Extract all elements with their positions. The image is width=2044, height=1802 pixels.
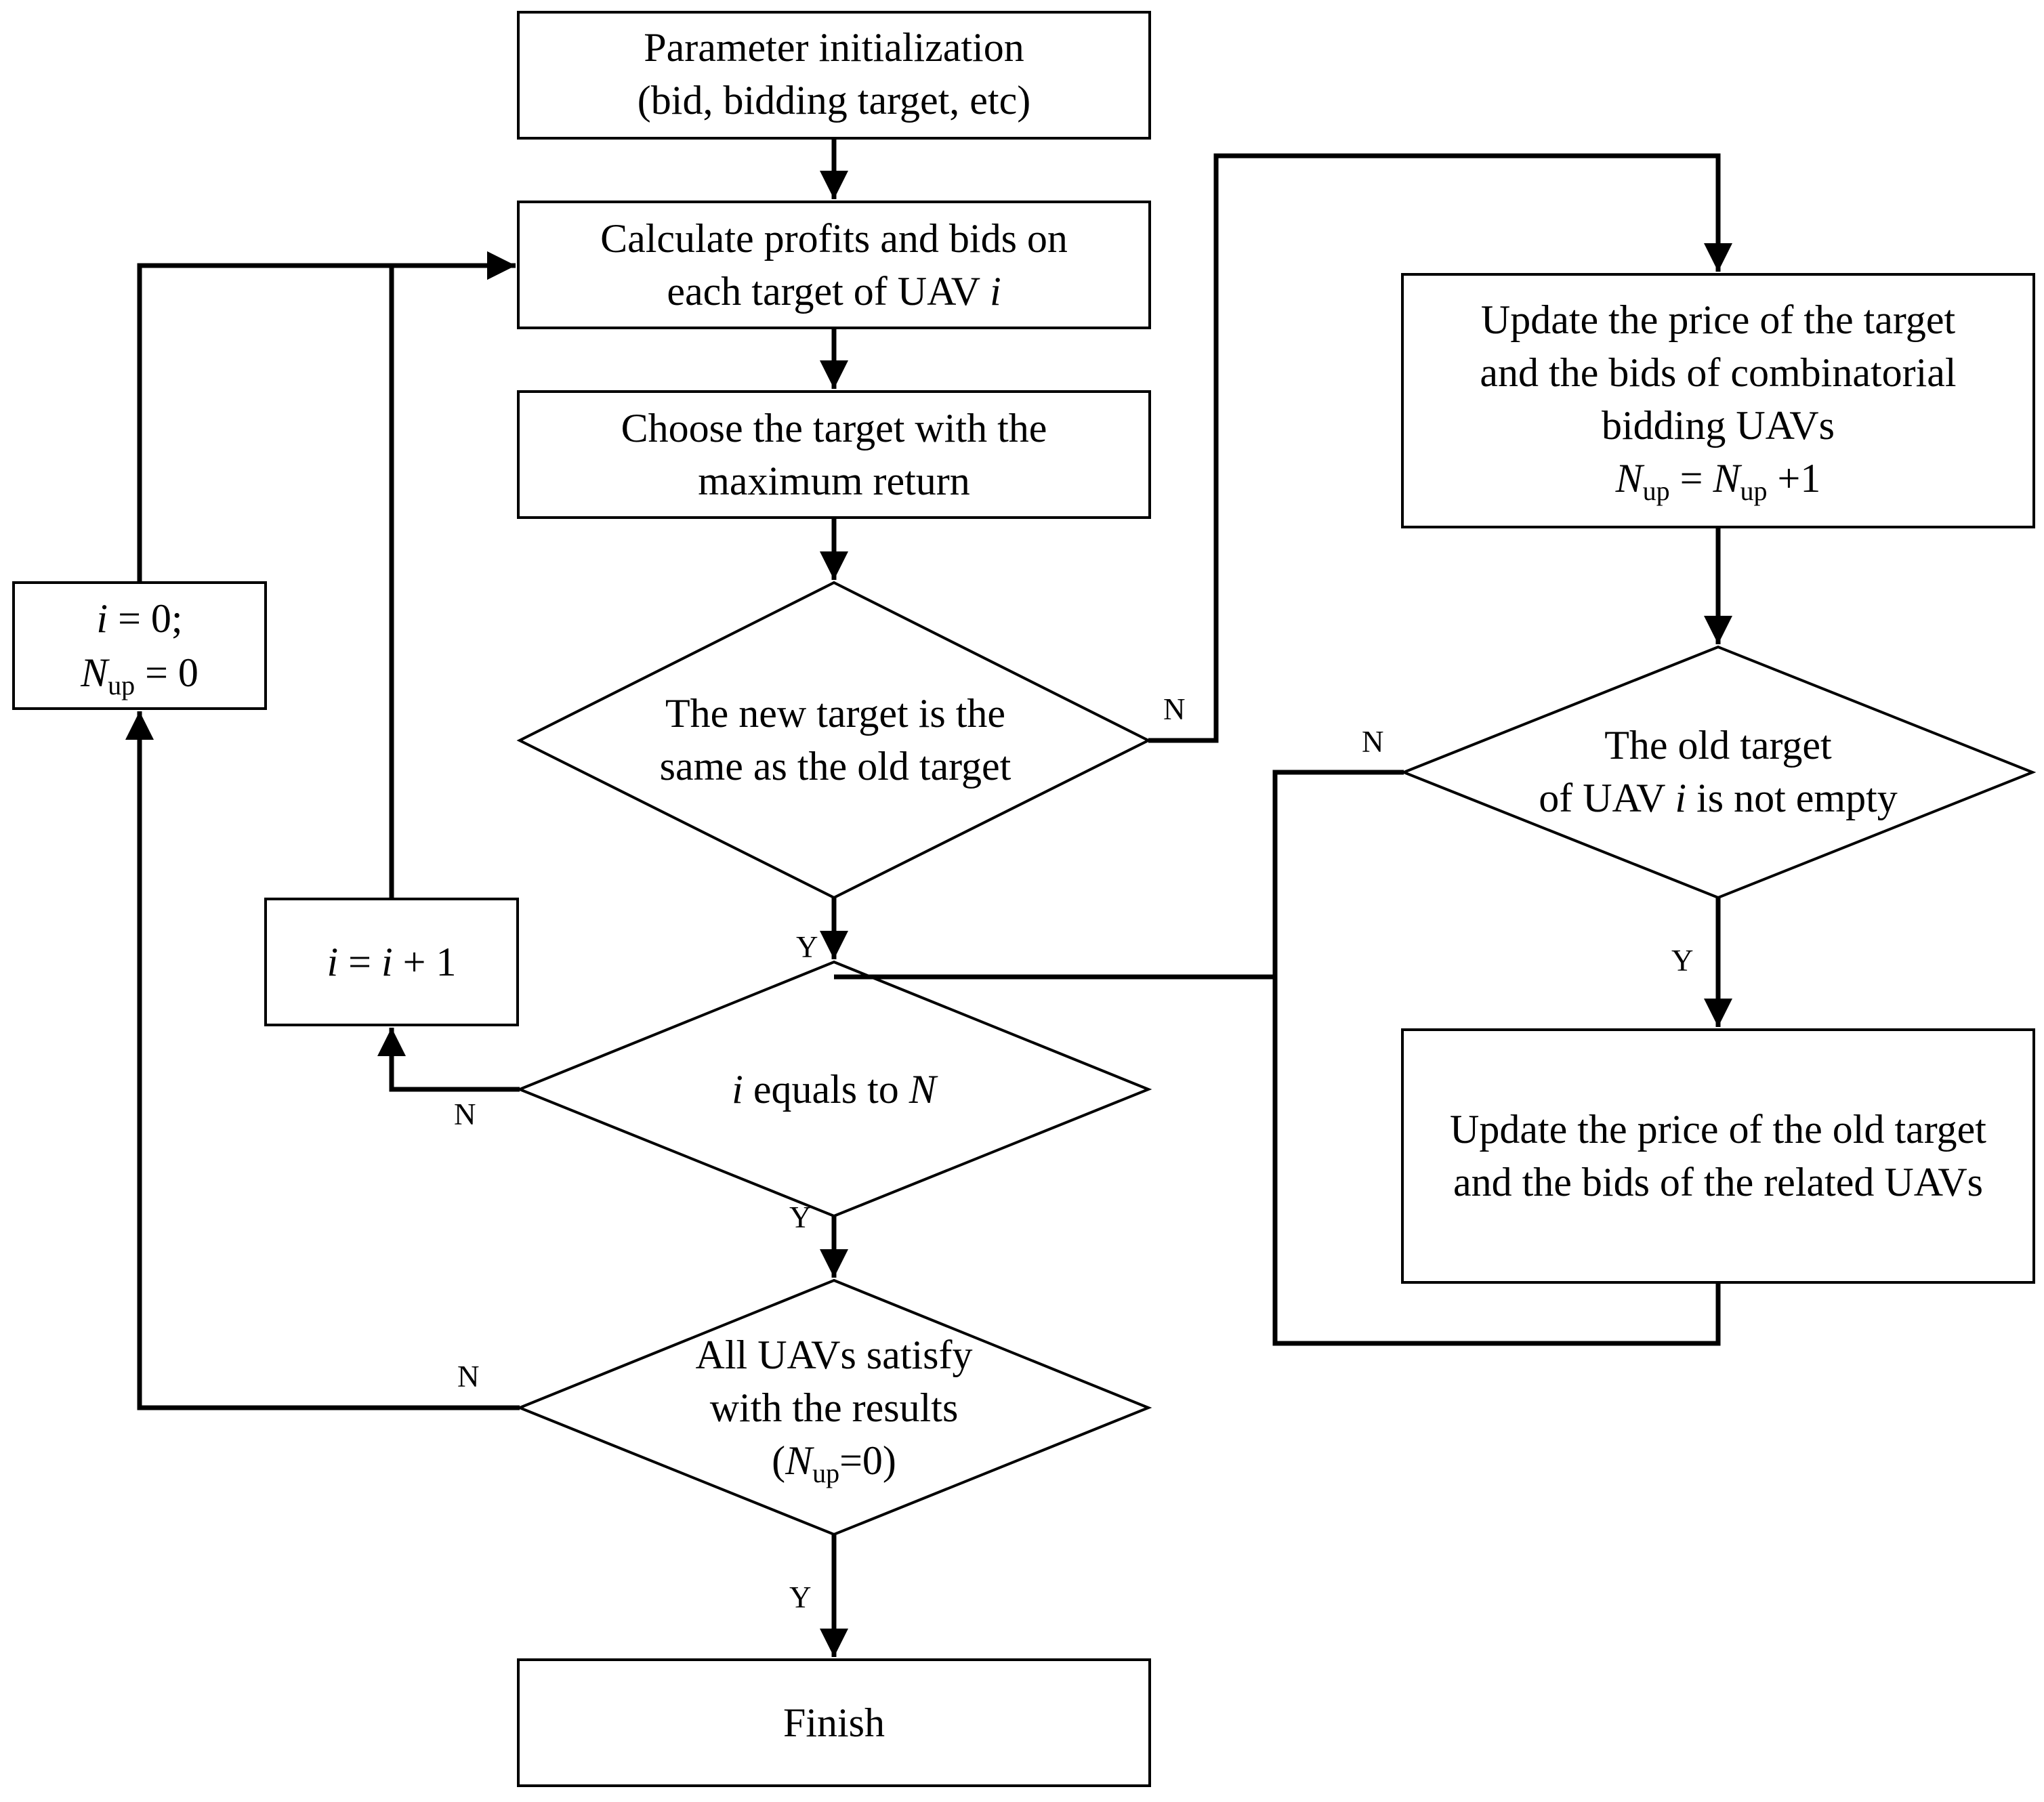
- label-same-no: N: [1163, 692, 1186, 726]
- node-increment: i = i + 1: [264, 898, 519, 1026]
- node-reset: i = 0; Nup = 0: [12, 581, 267, 710]
- satisfy-line-3: (Nup=0): [772, 1438, 896, 1488]
- decision-old-target-not-empty: The old target of UAV i is not empty: [1400, 645, 2037, 900]
- edge-same-no-to-update1: [1148, 153, 1732, 743]
- satisfy-line-2: with the results: [710, 1385, 959, 1430]
- label-equals-no: N: [454, 1097, 476, 1131]
- node-calculate-profits: Calculate profits and bids on each targe…: [517, 201, 1151, 329]
- satisfy-line-1: All UAVs satisfy: [696, 1333, 973, 1377]
- empty-line-2: of UAV i is not empty: [1539, 776, 1898, 820]
- empty-line-1: The old target: [1604, 723, 1832, 768]
- choose-line-2: maximum return: [698, 459, 970, 503]
- node-choose-target: Choose the target with the maximum retur…: [517, 390, 1151, 519]
- node-update-old-target: Update the price of the old target and t…: [1401, 1028, 2035, 1284]
- edge-inc-to-calc: [389, 251, 516, 899]
- inc-text: i = i + 1: [327, 940, 456, 984]
- update1-line-4: Nup = Nup +1: [1615, 456, 1821, 506]
- node-update-price-target: Update the price of the target and the b…: [1401, 273, 2035, 528]
- same-line-1: The new target is the: [665, 691, 1005, 736]
- finish-label: Finish: [783, 1700, 885, 1745]
- node-finish: Finish: [517, 1658, 1151, 1787]
- edge-update2-loop-back: [1272, 977, 1721, 1346]
- update1-line-3: bidding UAVs: [1602, 403, 1835, 448]
- calc-line-1: Calculate profits and bids on: [600, 216, 1068, 261]
- equals-text: i equals to N: [732, 1067, 938, 1112]
- edge-empty-no-merge: [1272, 770, 1404, 977]
- label-satisfy-no: N: [457, 1360, 480, 1394]
- update2-line-2: and the bids of the related UAVs: [1453, 1160, 1983, 1204]
- init-line-2: (bid, bidding target, etc): [638, 78, 1030, 123]
- decision-equals-n: i equals to N: [516, 960, 1152, 1218]
- same-line-2: same as the old target: [660, 744, 1011, 789]
- decision-all-satisfy: All UAVs satisfy with the results (Nup=0…: [516, 1278, 1152, 1536]
- calc-line-2: each target of UAV i: [667, 269, 1001, 314]
- init-line-1: Parameter initialization: [644, 25, 1024, 70]
- label-satisfy-yes: Y: [789, 1580, 812, 1614]
- edge-satisfy-no-to-reset: [125, 711, 520, 1410]
- reset-line-2: Nup = 0: [80, 650, 199, 700]
- label-same-yes: Y: [796, 930, 818, 964]
- choose-line-1: Choose the target with the: [621, 406, 1047, 450]
- node-parameter-initialization: Parameter initialization (bid, bidding t…: [517, 11, 1151, 140]
- update1-line-1: Update the price of the target: [1481, 297, 1956, 342]
- reset-line-1: i = 0;: [96, 596, 182, 641]
- label-equals-yes: Y: [789, 1200, 812, 1234]
- edge-reset-to-calc: [137, 251, 516, 583]
- edge-equals-no-to-inc: [377, 1028, 520, 1092]
- label-empty-no: N: [1362, 725, 1384, 759]
- update1-line-2: and the bids of combinatorial: [1480, 350, 1956, 395]
- update2-line-1: Update the price of the old target: [1450, 1107, 1986, 1152]
- decision-same-target: The new target is the same as the old ta…: [516, 581, 1152, 900]
- label-empty-yes: Y: [1671, 944, 1694, 978]
